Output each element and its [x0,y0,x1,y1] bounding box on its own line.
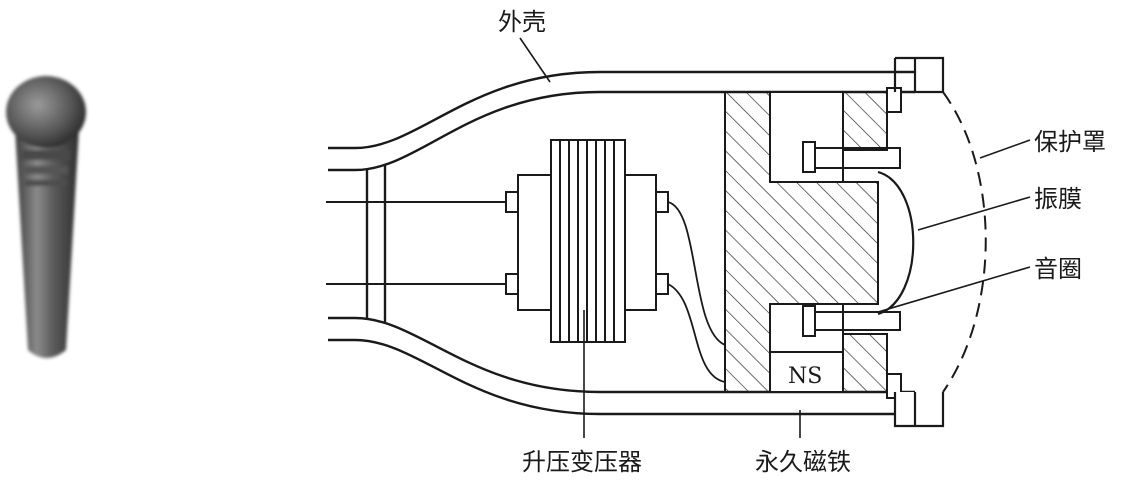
shell-label: 外壳 [498,8,546,36]
microphone-photo [6,76,86,358]
protective-cover-label: 保护罩 [1034,128,1106,156]
voice-coil [802,141,901,337]
coil-wires [667,201,726,383]
magnet-label: 永久磁铁 [755,448,851,476]
voice-coil-label: 音圈 [1034,255,1082,283]
step-up-transformer [505,139,669,343]
outer-shell [328,70,915,416]
diaphragm [877,170,915,316]
transformer-label: 升压变压器 [522,448,642,476]
front-flange [893,56,945,428]
permanent-magnet [724,87,902,399]
leader-lines [519,37,1031,438]
protective-cover [942,91,987,393]
input-wires [326,201,505,285]
magnet-poles-label: NS [788,364,822,389]
diaphragm-label: 振膜 [1034,185,1082,213]
